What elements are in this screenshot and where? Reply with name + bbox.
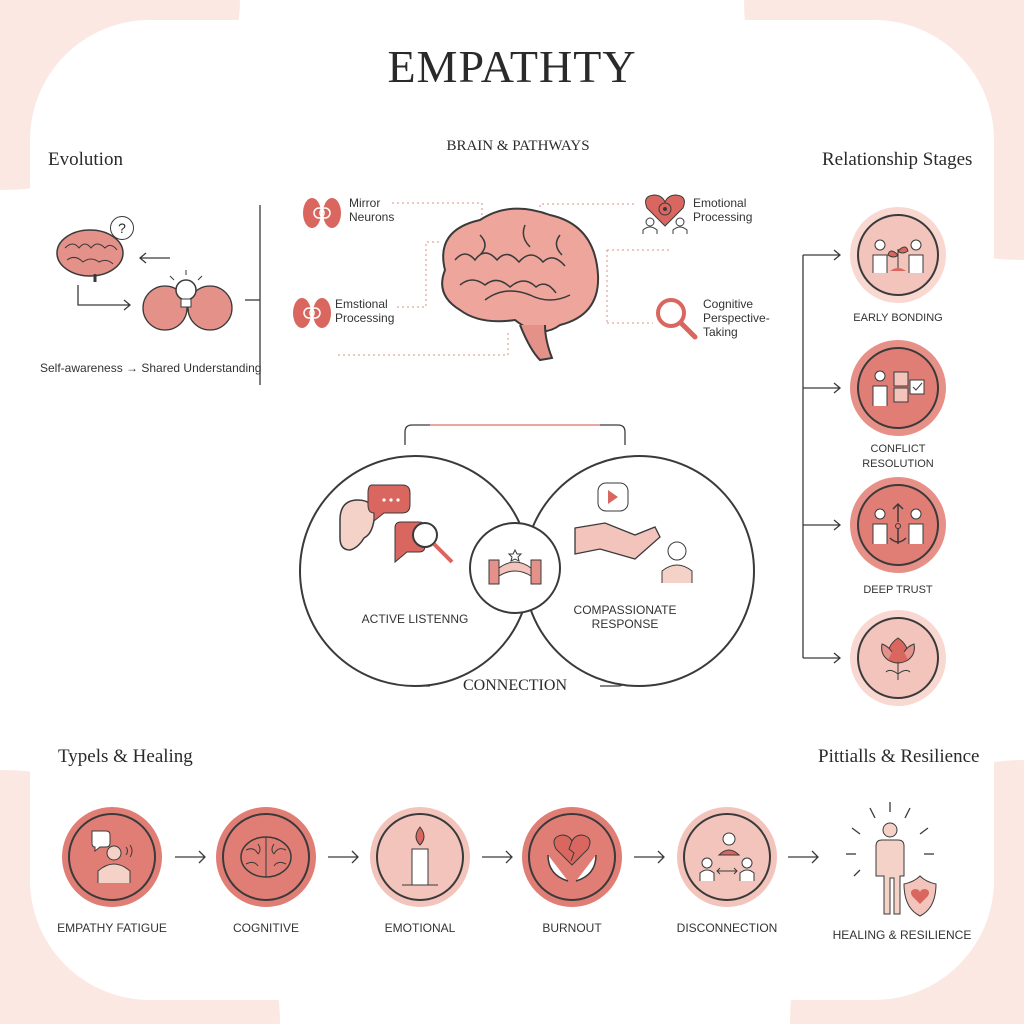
question-bubble: ? [110, 216, 134, 240]
type-label: DISCONNECTION [676, 921, 778, 935]
magnifier-icon [412, 522, 438, 548]
bridge-icon [488, 548, 542, 585]
connection-label: CONNECTION [463, 677, 567, 694]
type-disconnection [677, 807, 777, 907]
brain-icon [240, 836, 292, 878]
label-line: Emstional [335, 297, 388, 311]
type-empathy-fatigue [62, 807, 162, 907]
stage-early-bonding [850, 207, 946, 303]
page-title: EMPATHTY [387, 41, 637, 92]
type-emotional [370, 807, 470, 907]
section-evolution: Evolution [48, 149, 123, 170]
label-line: Emotional [693, 196, 747, 210]
label-line: Processing [693, 210, 753, 224]
stage-label: CONFLICT RESOLUTION [830, 442, 966, 472]
candle-icon [402, 826, 438, 886]
label-line: Processing [335, 311, 395, 325]
mirror-neurons-icon [303, 198, 341, 228]
section-types-healing: Typels & Healing [58, 746, 193, 767]
lotus-icon [881, 637, 915, 680]
ear-icon [339, 499, 375, 551]
central-brain-icon [441, 207, 600, 362]
type-label: BURNOUT [542, 921, 602, 935]
broken-heart-hands-icon [547, 834, 597, 882]
listening-icons [339, 484, 454, 564]
label-line: RESOLUTION [862, 458, 934, 470]
bridge-circle [469, 522, 561, 614]
label-line: Neurons [349, 210, 395, 224]
label-line: COMPASSIONATE [573, 603, 677, 617]
type-burnout [522, 807, 622, 907]
section-pitfalls-resilience: Pittialls & Resilience [818, 746, 980, 767]
heart-people-icon [642, 194, 688, 234]
speech-bubble-icon [367, 484, 411, 523]
handshake-icon [574, 522, 661, 560]
label-line: Perspective- [703, 311, 770, 325]
compassion-icons [574, 482, 693, 583]
compassionate-response-circle [523, 455, 755, 687]
label-line: Cognitive [703, 297, 754, 311]
type-label: EMPATHY FATIGUE [57, 921, 167, 935]
fatigued-person-icon [91, 830, 133, 883]
person-shield-icon [846, 802, 937, 917]
evolution-caption: Self-awareness → Shared Understanding [40, 361, 262, 375]
label-line: RESPONSE [591, 617, 659, 631]
label-line: Taking [703, 325, 738, 339]
label-line: CONFLICT [870, 443, 926, 455]
brain-lightbulb-icon [142, 270, 233, 331]
stage-label: EARLY BONDING [853, 312, 943, 324]
brain-icon [56, 229, 124, 282]
stage-deep-trust [850, 477, 946, 573]
label-line: Mirror [349, 196, 381, 210]
stage-label: DEEP TRUST [863, 584, 933, 596]
people-sprout-icon [872, 239, 924, 273]
type-cognitive [216, 807, 316, 907]
magnifier-icon [656, 298, 698, 340]
anchor-people-icon [872, 502, 924, 544]
emotional-processing-icon [293, 298, 331, 328]
stage-conflict-resolution [850, 340, 946, 436]
puzzle-icon [872, 370, 925, 406]
section-brain-pathways: BRAIN & PATHWAYS [446, 138, 590, 154]
type-label: COGNITIVE [232, 921, 299, 935]
disconnected-people-icon [699, 832, 755, 881]
type-label: EMOTIONAL [384, 921, 456, 935]
active-listening-label: ACTIVE LISTENNG [361, 612, 469, 626]
type-label: HEALING & RESILIENCE [832, 928, 972, 942]
section-relationship-stages: Relationship Stages [822, 149, 973, 170]
stage-lotus [850, 610, 946, 706]
